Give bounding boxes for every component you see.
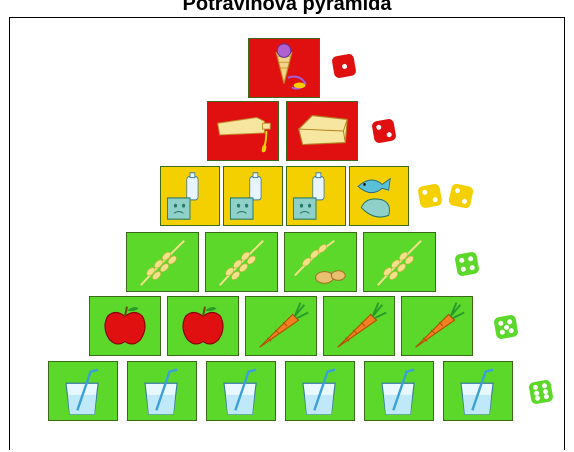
dice-pip [468, 256, 474, 262]
dice-pip [498, 321, 504, 327]
dice-pip [500, 329, 506, 335]
food-tile [363, 232, 436, 292]
food-tile [248, 38, 320, 98]
food-tile [126, 232, 199, 292]
dice-pip [543, 394, 549, 400]
food-tile [89, 296, 161, 356]
dice-2-icon [448, 183, 474, 209]
food-tile [401, 296, 473, 356]
dice-pip [455, 188, 461, 194]
dice-pip [432, 197, 438, 203]
food-tile [245, 296, 317, 356]
dice-pip [469, 265, 475, 271]
dice-1-icon [331, 53, 356, 78]
food-tile [207, 101, 279, 161]
dice-4-icon [454, 251, 479, 276]
food-tile [443, 361, 513, 421]
food-tile [127, 361, 197, 421]
page-title: Potravinová pyramida [0, 0, 574, 16]
food-tile [284, 232, 357, 292]
dice-pip [459, 258, 465, 264]
dice-pip [461, 266, 467, 272]
dice-pip [341, 63, 347, 69]
food-tile [205, 232, 278, 292]
dice-pip [386, 132, 392, 138]
food-tile [48, 361, 118, 421]
dice-2-icon [371, 118, 396, 143]
dice-5-icon [493, 314, 518, 339]
dice-pip [535, 395, 541, 401]
dice-pip [508, 328, 514, 334]
food-tile [323, 296, 395, 356]
food-tile [286, 101, 358, 161]
dice-pip [422, 190, 428, 196]
food-tile [160, 166, 220, 226]
dice-pip [376, 125, 382, 131]
food-tile [286, 166, 346, 226]
dice-pip [541, 383, 547, 389]
food-tile [285, 361, 355, 421]
dice-pip [461, 198, 467, 204]
food-tile [223, 166, 283, 226]
dice-pip [533, 384, 539, 390]
food-tile [349, 166, 409, 226]
dice-2-icon [417, 183, 442, 208]
food-tile [206, 361, 276, 421]
dice-6-icon [528, 379, 553, 404]
food-tile [364, 361, 434, 421]
food-tile [167, 296, 239, 356]
